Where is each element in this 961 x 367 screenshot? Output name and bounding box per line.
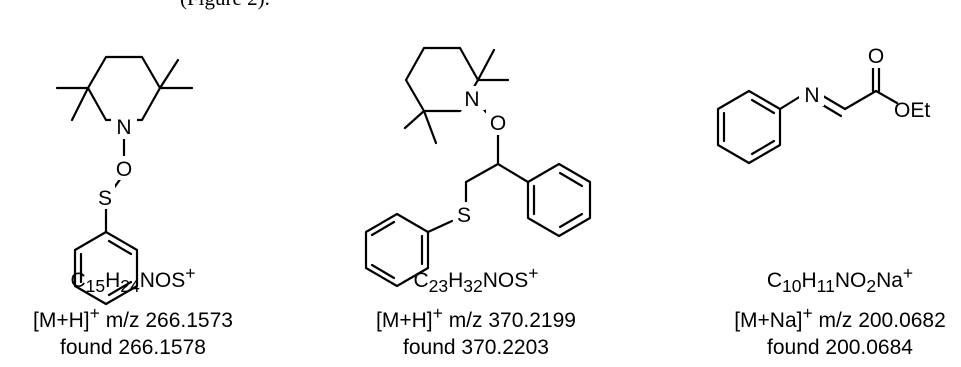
compound-2-ion: [M+H]+ m/z 370.2199 xyxy=(376,303,576,333)
c2-phenyl-left-double-bonds xyxy=(370,220,424,280)
c1-ring-bonds xyxy=(86,55,162,122)
c3-carbonyl-oxygen-label: O xyxy=(868,45,884,68)
compound-3-ion: [M+Na]+ m/z 200.0682 xyxy=(734,303,946,333)
c2-sulfur-bond xyxy=(426,219,454,234)
compound-1-formula: C15H24NOS+ xyxy=(70,263,196,297)
c2-nitrogen-label: N xyxy=(464,88,479,111)
compound-2-caption: C23H32NOS+ [M+H]+ m/z 370.2199 found 370… xyxy=(373,260,579,361)
c3-phenyl-ring xyxy=(716,89,782,165)
c3-carbon-bond xyxy=(843,89,878,111)
c2-phenyl-left-ring xyxy=(364,212,430,288)
c2-methyl-bonds xyxy=(403,48,510,145)
c2-phenyl-right-ring xyxy=(526,162,592,238)
compound-1-caption: C15H24NOS+ [M+H]+ m/z 266.1573 found 266… xyxy=(30,260,236,361)
c1-phenyl-double-bonds xyxy=(79,239,133,297)
c1-heteroatom-bonds xyxy=(104,130,126,234)
compound-1-found: found 266.1578 xyxy=(60,336,206,360)
compound-3-structure: N O OEt xyxy=(716,43,930,165)
c2-sulfur-label: S xyxy=(457,204,471,227)
c3-ester-bond xyxy=(874,89,899,105)
c3-imine-double-bond xyxy=(819,94,847,118)
c3-phenyl-nitrogen-bond xyxy=(778,94,803,111)
c2-oxygen-label: O xyxy=(490,112,506,135)
c3-phenyl-double-bonds xyxy=(722,98,776,156)
compound-1-structure: N O S xyxy=(55,55,194,306)
compound-3-caption: C10H11NO2Na+ [M+Na]+ m/z 200.0682 found … xyxy=(728,260,952,361)
c1-oxygen-label: O xyxy=(116,158,132,181)
compound-2-formula: C23H32NOS+ xyxy=(413,263,539,297)
header-fragment: (Figure 2). xyxy=(180,0,270,11)
c1-phenyl-ring xyxy=(73,230,139,306)
compound-1-ion: [M+H]+ m/z 266.1573 xyxy=(33,303,233,333)
compound-3-found: found 200.0684 xyxy=(767,336,913,360)
c3-carbonyl-double-bond xyxy=(871,65,881,93)
c1-sulfur-label: S xyxy=(98,187,112,210)
c3-nitrogen-label: N xyxy=(804,84,819,107)
c1-nitrogen-label: N xyxy=(116,116,131,139)
c2-ring-bonds xyxy=(404,46,480,113)
c3-ethoxy-label: OEt xyxy=(894,99,930,122)
c2-chain-bonds xyxy=(464,162,530,212)
compound-2-structure: N O S xyxy=(364,46,592,288)
c2-phenyl-right-double-bonds xyxy=(532,171,584,229)
c1-methyl-bonds xyxy=(55,58,194,122)
compound-3-formula: C10H11NO2Na+ xyxy=(766,263,914,297)
compound-2-found: found 370.2203 xyxy=(403,336,549,360)
